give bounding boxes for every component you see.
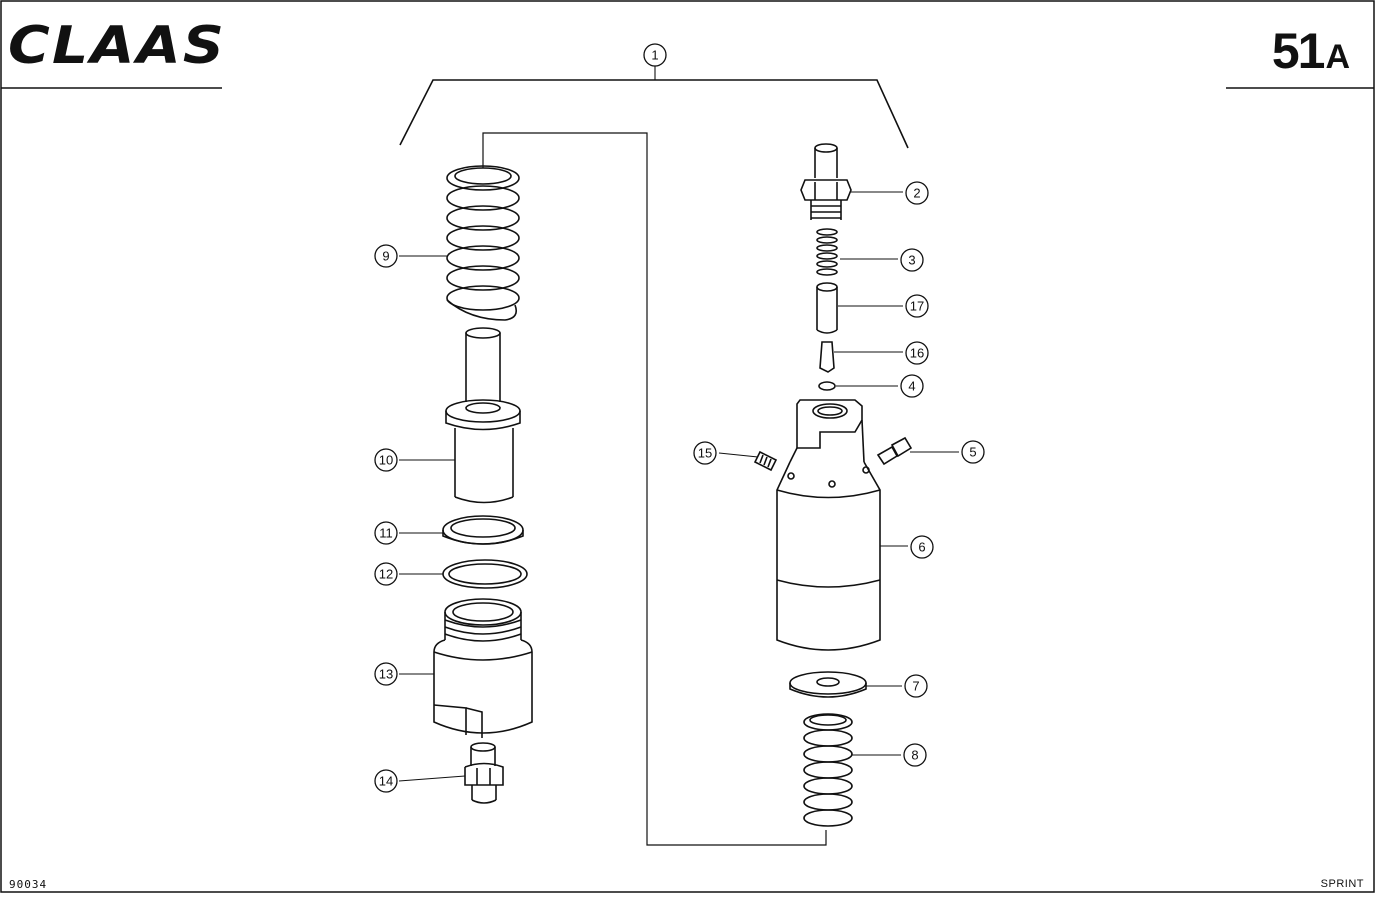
part-3-spring	[816, 228, 838, 276]
part-9-spring	[446, 165, 520, 321]
page-number: 51A	[1272, 22, 1350, 80]
callout-17: 17	[910, 299, 924, 314]
part-15-set-screw	[753, 450, 778, 472]
part-14-fitting	[464, 742, 504, 804]
callout-4: 4	[908, 379, 915, 394]
callout-9: 9	[382, 249, 389, 264]
brand-wordmark: CLAAS	[8, 18, 226, 70]
page-number-suffix: A	[1325, 38, 1350, 76]
callout-10: 10	[379, 453, 393, 468]
callout-labels: 1 2 3 17 16 4 15 5 6 7 8 9 10 11 12 13 1…	[379, 48, 977, 789]
callout-7: 7	[912, 679, 919, 694]
callout-15: 15	[698, 446, 712, 461]
callout-16: 16	[910, 346, 924, 361]
part-4-o-ring	[818, 381, 836, 391]
part-11-ring	[442, 515, 524, 545]
part-17-sleeve	[816, 282, 838, 334]
part-2-valve-holder	[800, 143, 852, 220]
callout-2: 2	[913, 186, 920, 201]
callout-12: 12	[379, 567, 393, 582]
drawing-code: 90034	[9, 878, 48, 891]
callout-1: 1	[651, 48, 658, 63]
part-8-spring	[803, 713, 853, 827]
callout-5: 5	[969, 445, 976, 460]
callout-11: 11	[379, 526, 393, 541]
part-12-o-ring	[442, 559, 528, 589]
page-number-main: 51	[1271, 23, 1326, 79]
callout-circles	[374, 43, 985, 793]
callout-13: 13	[379, 667, 393, 682]
callout-8: 8	[911, 748, 918, 763]
part-16-pin	[819, 341, 835, 373]
part-7-washer	[789, 671, 867, 698]
model-name: SPRINT	[1320, 878, 1364, 890]
callout-6: 6	[918, 540, 925, 555]
part-5-bleed-screw	[876, 436, 913, 466]
part-13-housing	[433, 598, 533, 738]
callout-3: 3	[908, 253, 915, 268]
callout-14: 14	[379, 774, 393, 789]
assembly-bracket	[399, 79, 909, 149]
claas-logo: CLAAS	[8, 18, 226, 70]
part-10-plunger	[445, 327, 521, 504]
leader-lines	[398, 66, 959, 782]
assembly-path-line	[482, 132, 827, 846]
part-6-pump-body	[776, 399, 881, 651]
